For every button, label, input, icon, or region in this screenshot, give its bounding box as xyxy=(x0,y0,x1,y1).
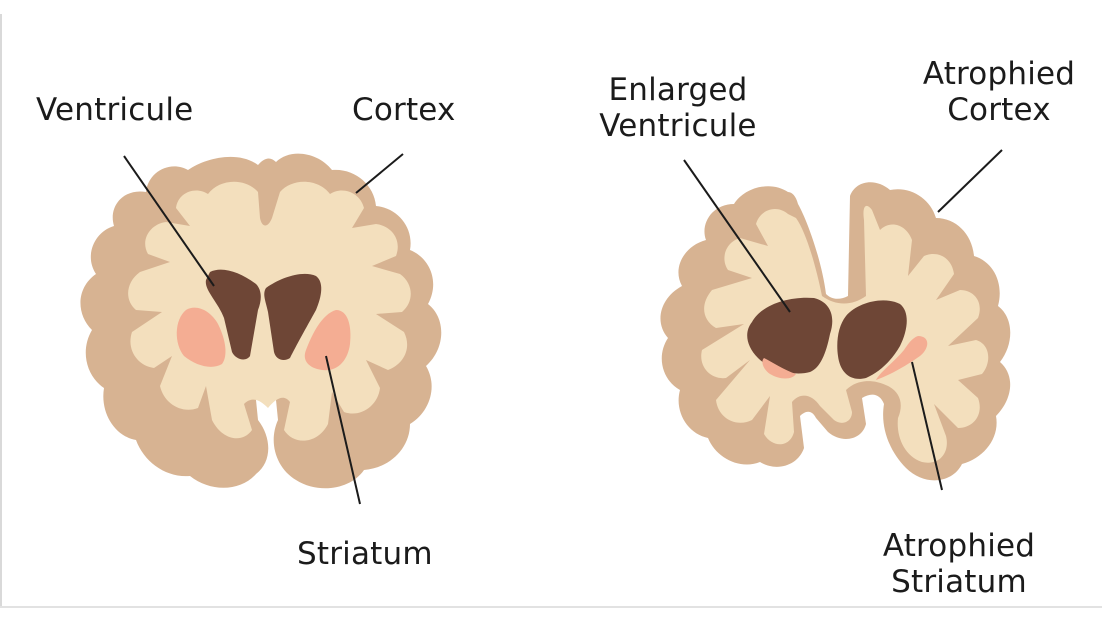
label-atrophied-striatum: Atrophied Striatum xyxy=(866,528,1052,600)
label-enlarged-ventricle-line2: Ventricule xyxy=(590,108,766,144)
label-atrophied-cortex-line1: Atrophied xyxy=(906,56,1092,92)
label-atrophied-cortex-line2: Cortex xyxy=(906,92,1092,128)
label-enlarged-ventricle-line1: Enlarged xyxy=(590,72,766,108)
healthy-brain xyxy=(80,154,441,489)
leader-atrophied-cortex xyxy=(938,150,1002,212)
label-atrophied-striatum-line2: Striatum xyxy=(866,564,1052,600)
label-striatum: Striatum xyxy=(297,536,433,572)
label-atrophied-striatum-line1: Atrophied xyxy=(866,528,1052,564)
label-atrophied-cortex: Atrophied Cortex xyxy=(906,56,1092,128)
label-ventricle: Ventricule xyxy=(36,92,193,128)
label-enlarged-ventricle: Enlarged Ventricule xyxy=(590,72,766,144)
label-cortex: Cortex xyxy=(352,92,456,128)
atrophied-brain xyxy=(660,182,1010,480)
leader-cortex xyxy=(356,154,403,193)
